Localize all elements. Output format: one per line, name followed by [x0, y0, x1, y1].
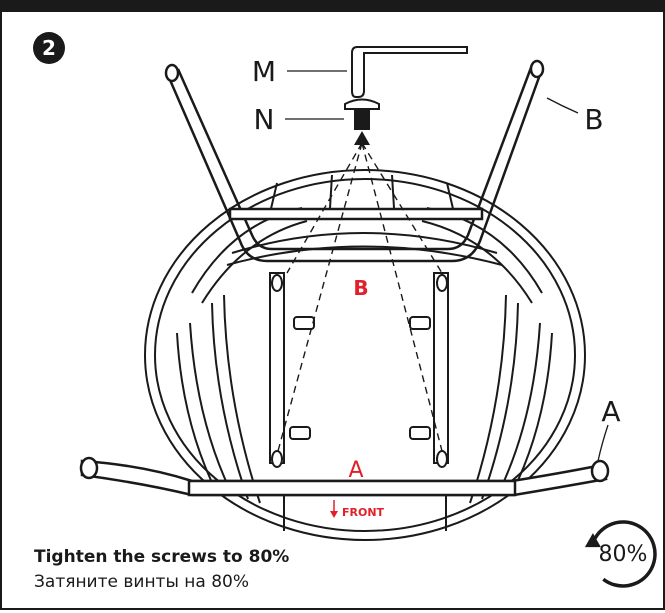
leg-b-frame — [164, 59, 545, 263]
leader-lines — [285, 70, 609, 462]
front-label: FRONT — [342, 506, 385, 519]
step-number: 2 — [42, 36, 56, 60]
part-label-n: N — [254, 103, 275, 136]
step-badge: 2 — [33, 32, 65, 64]
torque-value: 80% — [599, 542, 648, 567]
part-label-m: M — [252, 55, 276, 88]
arrow-down-icon — [330, 511, 338, 518]
instruction-text-ru: Затяните винты на 80% — [34, 572, 250, 592]
part-label-a: A — [601, 395, 620, 428]
mounting-brackets — [269, 272, 449, 468]
seat-mark-b: B — [353, 276, 368, 300]
part-label-b: B — [584, 103, 603, 136]
instruction-text-en: Tighten the screws to 80% — [34, 547, 290, 567]
torque-indicator: 80% — [584, 520, 657, 588]
top-border — [2, 3, 665, 12]
screw-icon — [344, 98, 380, 130]
assembly-diagram: 2 — [33, 32, 657, 588]
arrow-up-icon — [354, 131, 370, 145]
seat-mark-a: A — [348, 458, 363, 483]
front-marker: FRONT — [330, 500, 385, 519]
screw-path-lines — [277, 142, 443, 452]
rotate-arrow-icon — [584, 533, 601, 548]
allen-key-icon — [351, 46, 468, 98]
leg-a-bar — [79, 456, 610, 497]
